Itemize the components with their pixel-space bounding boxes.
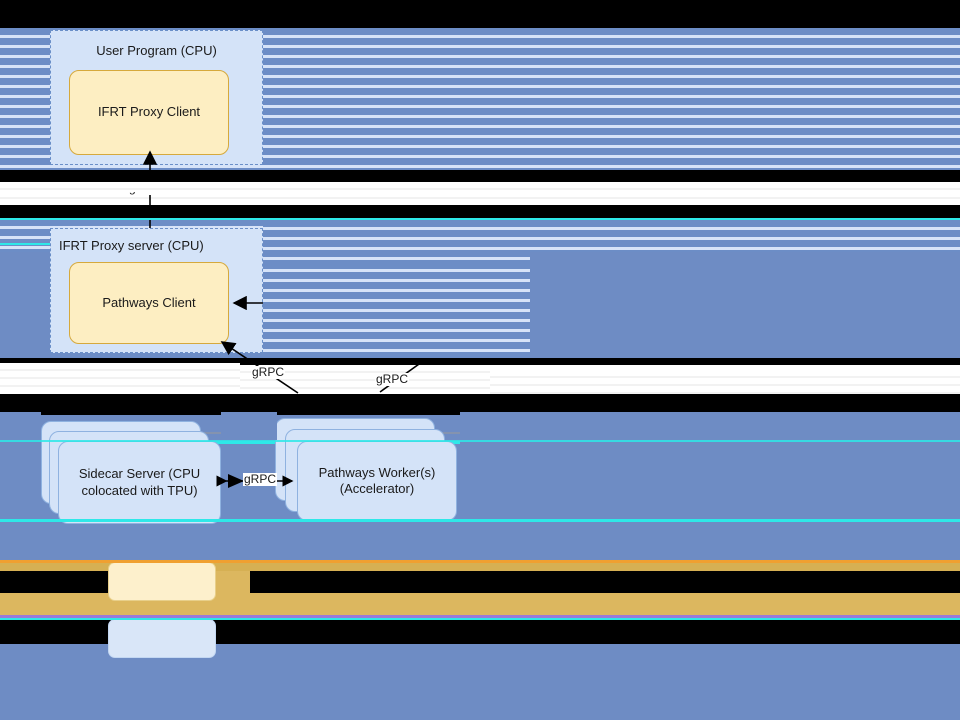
legend-swatch-yellow <box>108 562 216 601</box>
node-pathways-workers-label-line2: (Accelerator) <box>339 481 415 496</box>
node-pathways-workers[interactable]: Pathways Worker(s) (Accelerator) <box>297 441 457 521</box>
node-pathways-workers-label-line1: Pathways Worker(s) <box>318 464 436 480</box>
node-pathways-client-label: Pathways Client <box>102 294 196 310</box>
edge-label-rm-to-pathways-client: gRPC <box>281 295 316 310</box>
group-user-program-label: User Program (CPU) <box>96 43 217 58</box>
node-pathways-client[interactable]: Pathways Client <box>69 262 229 344</box>
node-ifrt-proxy-client[interactable]: IFRT Proxy Client <box>69 70 229 155</box>
edge-label-sidecar-workers: gRPC <box>243 472 278 487</box>
node-ifrt-proxy-client-label: IFRT Proxy Client <box>97 104 201 120</box>
node-sidecar-server[interactable]: Sidecar Server (CPU colocated with TPU) <box>58 441 221 524</box>
edge-label-sidecar-to-pathways-client: gRPC <box>251 365 286 380</box>
node-sidecar-server-label-line2: colocated with TPU) <box>81 482 198 498</box>
node-sidecar-server-label-line1: Sidecar Server (CPU <box>78 466 201 482</box>
group-ifrt-proxy-server-label: IFRT Proxy server (CPU) <box>59 238 204 253</box>
edge-label-client-to-proxy-client: gRPC <box>128 181 163 196</box>
legend-swatch-blue <box>108 619 216 658</box>
edge-label-workers-to-rm: gRPC <box>375 372 410 387</box>
